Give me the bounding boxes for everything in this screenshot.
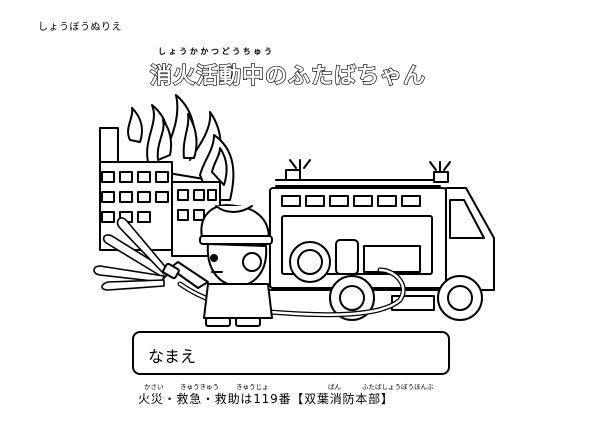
title-ruby: しょうかかつどうちゅう <box>158 47 275 56</box>
footer-ruby: かさい きゅうきゅう きゅうじょ ばん ふたばしょうぼうほんぶ <box>140 381 460 391</box>
ruby-honbu: ふたばしょうぼうほんぶ <box>362 383 434 391</box>
water-spray <box>93 217 171 291</box>
ruby-kyuukyuu: きゅうきゅう <box>180 383 219 391</box>
name-box[interactable]: なまえ <box>132 331 450 375</box>
name-label: なまえ <box>148 347 197 366</box>
page-title: 消火活動中のふたばちゃん <box>149 63 427 89</box>
fire-truck <box>269 159 495 321</box>
firefighter-character <box>162 204 273 327</box>
ruby-ban: ばん <box>328 383 341 391</box>
footer-emergency-info: 火災・救急・救助は119番【双葉消防本部】 <box>138 392 394 406</box>
ruby-kyuujo: きゅうじょ <box>236 383 269 391</box>
corner-label: しょうぼうぬりえ <box>38 22 122 33</box>
ruby-kasai: かさい <box>144 383 164 391</box>
